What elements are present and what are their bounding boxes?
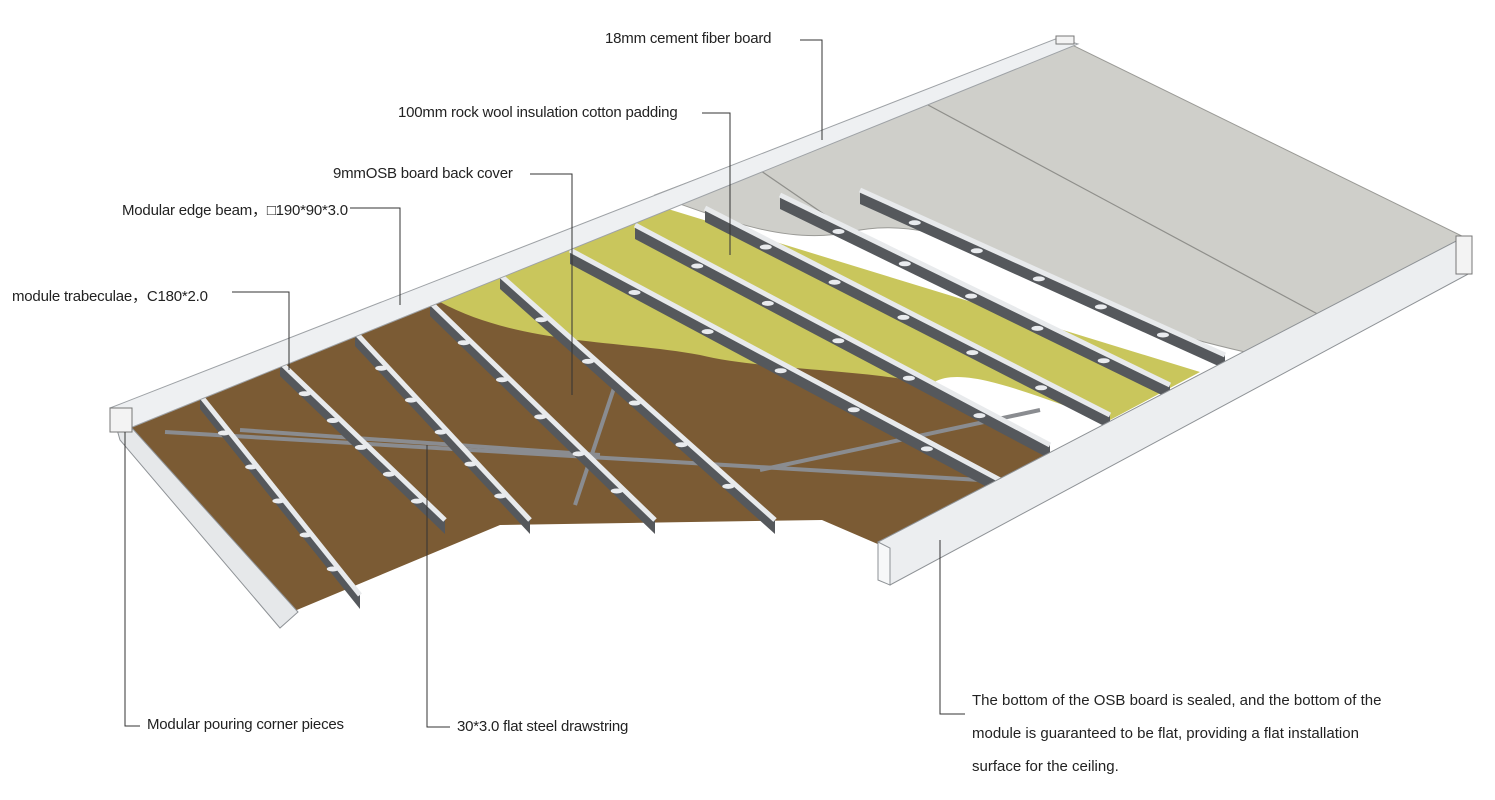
label-bottom-note: The bottom of the OSB board is sealed, a… xyxy=(972,692,1382,775)
joist-hole xyxy=(759,244,772,250)
joist-hole xyxy=(832,338,845,344)
joist-hole xyxy=(534,414,547,420)
joist-hole xyxy=(973,413,986,419)
joist-hole xyxy=(1156,332,1169,338)
joist-hole xyxy=(434,429,447,435)
joist-hole xyxy=(898,261,911,267)
joist-hole xyxy=(496,377,508,383)
joist-hole xyxy=(1097,358,1110,364)
joist-hole xyxy=(691,263,704,269)
joist-hole xyxy=(410,498,423,504)
corner-piece-icon xyxy=(1055,35,1075,45)
joist-hole xyxy=(610,488,623,494)
joist-hole xyxy=(405,397,417,403)
joist-hole xyxy=(847,407,860,413)
label-osb: 9mmOSB board back cover xyxy=(333,165,513,182)
joist-hole xyxy=(494,493,507,499)
joist-flange xyxy=(428,300,657,522)
joist-hole xyxy=(218,430,230,436)
joist-hole xyxy=(572,451,585,457)
joist-hole xyxy=(722,483,735,489)
label-drawstring: 30*3.0 flat steel drawstring xyxy=(457,718,629,735)
joist-flange xyxy=(633,222,1052,448)
corner-piece-icon xyxy=(109,407,133,433)
joist-hole xyxy=(272,498,285,504)
joist-flange xyxy=(498,273,777,522)
joist-flange xyxy=(858,187,1227,358)
joist-hole xyxy=(897,314,910,320)
joist-hole xyxy=(1032,276,1045,282)
joist-hole xyxy=(298,391,311,397)
joist-hole xyxy=(299,532,312,538)
joist-hole xyxy=(970,248,983,254)
joist-hole xyxy=(902,375,915,381)
joist-hole xyxy=(535,317,548,323)
joist-hole xyxy=(1035,385,1048,391)
joist-hole xyxy=(920,446,933,452)
joist-hole xyxy=(675,442,688,448)
label-cement-board: 18mm cement fiber board xyxy=(605,30,772,47)
joist-hole xyxy=(965,293,978,299)
joist-hole xyxy=(761,300,774,306)
joist-flange xyxy=(568,247,1002,483)
joist-flange xyxy=(703,205,1112,418)
leader-lines xyxy=(124,39,965,728)
board-seam xyxy=(914,97,1326,319)
joist-flange xyxy=(278,360,447,522)
joist-hole xyxy=(354,444,367,450)
joist-hole xyxy=(908,220,921,226)
label-rock-wool: 100mm rock wool insulation cotton paddin… xyxy=(398,104,678,121)
joist-hole xyxy=(628,290,641,295)
joist-hole xyxy=(582,358,594,364)
joist-flange xyxy=(198,393,362,597)
joist-hole xyxy=(245,464,258,470)
joist-hole xyxy=(382,471,395,477)
joists xyxy=(198,187,1227,609)
joist-hole xyxy=(464,461,477,467)
joist-hole xyxy=(628,400,641,406)
joist-flange xyxy=(353,330,532,522)
joist-hole xyxy=(774,368,787,374)
osb-board xyxy=(128,205,1045,612)
label-trabeculae: module trabeculae，C180*2.0 xyxy=(12,288,208,305)
joist-hole xyxy=(375,365,388,371)
joist-hole xyxy=(1031,325,1044,331)
joist-hole xyxy=(457,340,470,346)
label-edge-beam: Modular edge beam，□190*90*3.0 xyxy=(122,202,348,219)
joist-hole xyxy=(832,229,845,234)
joist-hole xyxy=(966,350,979,356)
label-corner-pieces: Modular pouring corner pieces xyxy=(147,716,344,733)
joist-flange xyxy=(778,192,1172,388)
joist-hole xyxy=(326,418,339,424)
joist-hole xyxy=(1094,304,1107,310)
edge-beam-right-end xyxy=(877,541,891,586)
corner-piece-icon xyxy=(1455,235,1473,275)
joist-hole xyxy=(828,279,841,285)
joist-hole xyxy=(701,329,714,335)
joist-hole xyxy=(326,566,339,572)
